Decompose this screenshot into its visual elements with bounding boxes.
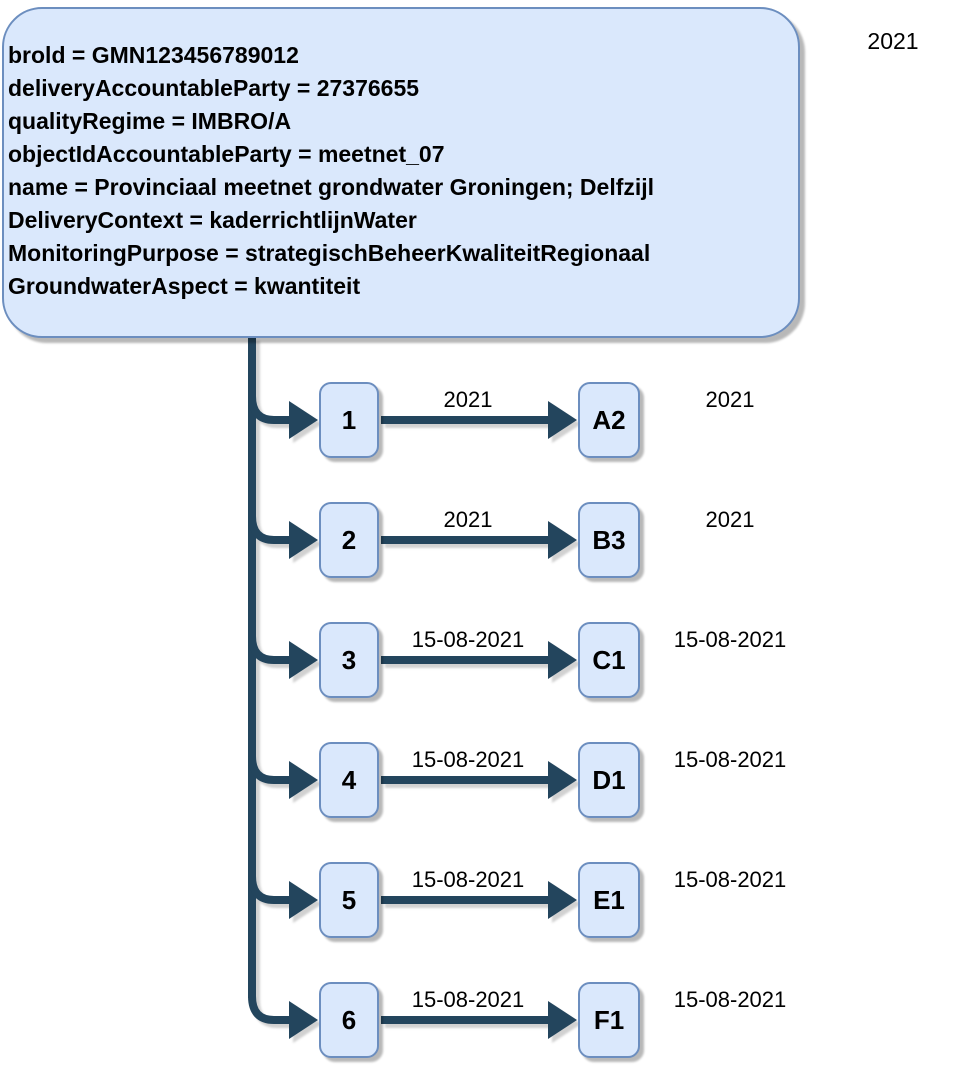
source-node-label: 1 — [341, 404, 357, 435]
gmn-header-box: brold = GMN123456789012 deliveryAccounta… — [2, 7, 800, 338]
header-line-groundwater-aspect: GroundwaterAspect = kwantiteit — [8, 273, 361, 299]
target-node-A2: A2 — [578, 382, 640, 458]
edge-arrowhead-icon — [548, 1001, 577, 1039]
row-side-date-label: 15-08-2021 — [673, 627, 787, 652]
branch-arrowhead-icon — [289, 641, 318, 679]
target-node-label: B3 — [592, 524, 626, 555]
row-side-date-label: 15-08-2021 — [673, 987, 787, 1012]
edge-date-label: 15-08-2021 — [411, 627, 525, 652]
source-node-label: 2 — [341, 524, 357, 555]
edge-date-label: 15-08-2021 — [411, 987, 525, 1012]
header-line-delivery-accountable-party: deliveryAccountableParty = 27376655 — [8, 75, 420, 101]
header-year-label: 2021 — [867, 28, 919, 54]
source-node-4: 4 — [319, 742, 379, 818]
branch-arrowhead-icon — [289, 521, 318, 559]
source-node-label: 3 — [341, 644, 357, 675]
edge-arrowhead-icon — [548, 401, 577, 439]
target-node-label: C1 — [592, 644, 626, 675]
source-node-2: 2 — [319, 502, 379, 578]
branch-arrowhead-icon — [289, 881, 318, 919]
target-node-label: D1 — [592, 764, 626, 795]
source-node-label: 5 — [341, 884, 357, 915]
edge-date-label: 15-08-2021 — [411, 747, 525, 772]
header-line-brold: brold = GMN123456789012 — [8, 42, 299, 68]
target-node-label: A2 — [592, 404, 626, 435]
edge-date-label: 2021 — [443, 507, 493, 532]
source-node-5: 5 — [319, 862, 379, 938]
target-node-C1: C1 — [578, 622, 640, 698]
branch-line — [248, 875, 289, 904]
header-line-quality-regime: qualityRegime = IMBRO/A — [8, 108, 292, 134]
branch-line — [248, 755, 289, 784]
source-node-3: 3 — [319, 622, 379, 698]
edge-arrowhead-icon — [548, 641, 577, 679]
edge-date-label: 2021 — [443, 387, 493, 412]
edge-arrowhead-icon — [548, 881, 577, 919]
header-line-object-id: objectIdAccountableParty = meetnet_07 — [8, 141, 445, 167]
branch-line — [248, 395, 289, 424]
row-side-date-label: 15-08-2021 — [673, 867, 787, 892]
branch-line — [248, 515, 289, 544]
target-node-D1: D1 — [578, 742, 640, 818]
target-node-label: F1 — [593, 1004, 625, 1035]
row-side-date-label: 2021 — [705, 387, 755, 412]
edge-arrowhead-icon — [548, 761, 577, 799]
branch-arrowhead-icon — [289, 761, 318, 799]
header-line-name: name = Provinciaal meetnet grondwater Gr… — [8, 174, 655, 200]
target-node-label: E1 — [593, 884, 625, 915]
row-side-date-label: 15-08-2021 — [673, 747, 787, 772]
header-line-delivery-context: DeliveryContext = kaderrichtlijnWater — [8, 207, 417, 233]
row-side-date-label: 2021 — [705, 507, 755, 532]
source-node-6: 6 — [319, 982, 379, 1058]
branch-line — [248, 995, 289, 1024]
target-node-B3: B3 — [578, 502, 640, 578]
header-line-monitoring-purpose: MonitoringPurpose = strategischBeheerKwa… — [8, 240, 651, 266]
source-node-1: 1 — [319, 382, 379, 458]
target-node-F1: F1 — [578, 982, 640, 1058]
branch-arrowhead-icon — [289, 1001, 318, 1039]
branch-arrowhead-icon — [289, 401, 318, 439]
source-node-label: 6 — [341, 1004, 357, 1035]
edge-arrowhead-icon — [548, 521, 577, 559]
source-node-label: 4 — [341, 764, 357, 795]
edge-date-label: 15-08-2021 — [411, 867, 525, 892]
branch-line — [248, 635, 289, 664]
target-node-E1: E1 — [578, 862, 640, 938]
